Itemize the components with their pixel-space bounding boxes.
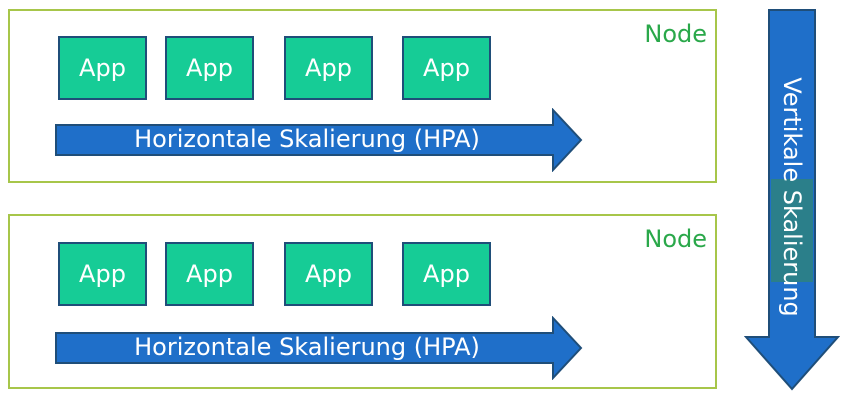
horizontal-scaling-arrow: Horizontale Skalierung (HPA) [55,316,583,380]
app-box: App [402,242,491,306]
down-arrow-icon [744,9,840,391]
app-box: App [402,36,491,100]
node-label: Node [644,20,707,48]
app-box: App [284,36,373,100]
app-box: App [58,242,147,306]
app-box: App [284,242,373,306]
horizontal-scaling-arrow: Horizontale Skalierung (HPA) [55,108,583,172]
right-arrow-icon [55,316,583,380]
vertical-label-highlight [771,179,813,282]
right-arrow-icon [55,108,583,172]
horizontal-scaling-label: Horizontale Skalierung (HPA) [134,333,480,361]
vertical-scaling-label-part1: Vertikale [778,77,806,183]
app-box: App [165,242,254,306]
horizontal-scaling-label: Horizontale Skalierung (HPA) [134,125,480,153]
app-box: App [165,36,254,100]
app-box: App [58,36,147,100]
node-label: Node [644,225,707,253]
vertical-scaling-label-part2: Skalierung [778,189,806,317]
vertical-scaling-label: Vertikale Skalierung [778,77,806,317]
vertical-scaling-arrow: Vertikale Skalierung [744,9,840,391]
